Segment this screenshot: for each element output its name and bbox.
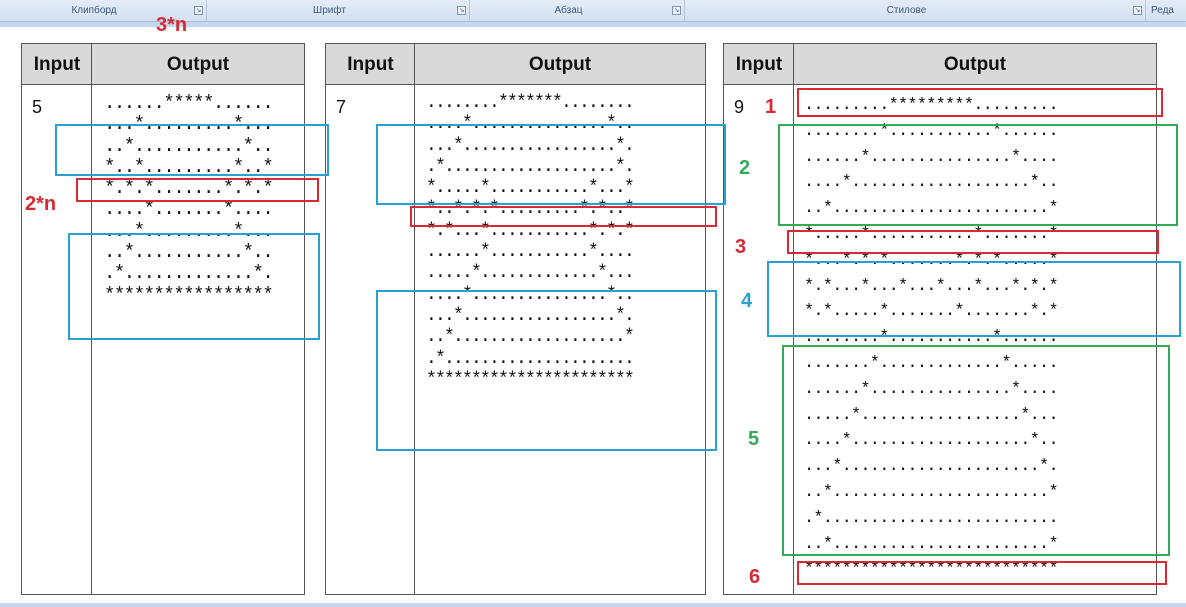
output-line: ....*...................*..: [804, 431, 1059, 451]
ribbon-group-label: Клипборд: [71, 5, 117, 16]
ribbon-group-label: Шрифт: [313, 5, 346, 16]
output-line: ........*...........*......: [804, 121, 1059, 141]
output-line: *.....*...........*...*: [426, 178, 635, 199]
output-line: ...*.........*...: [104, 219, 274, 242]
annotation-label: 3*n: [156, 14, 188, 36]
annotation-label: 1: [765, 96, 777, 118]
output-line: ....*.......*....: [104, 198, 274, 221]
output-line: *.*.*.......*.*.*: [104, 177, 274, 200]
output-line: ...*.................*.: [426, 305, 635, 326]
output-line: ......*...............*....: [804, 147, 1059, 167]
highlight-box: [767, 261, 1181, 337]
output-line: ..*...........*..: [104, 134, 274, 157]
output-line: ........*******........: [426, 93, 635, 113]
output-line: .......*.............*.....: [804, 353, 1059, 373]
header-input: Input: [735, 54, 783, 75]
ribbon-group-editing: Реда: [1147, 0, 1186, 22]
output-line: *...*.*.*.......*.*.*.....*: [804, 250, 1059, 270]
output-line: .....*.............*...: [426, 263, 635, 284]
highlight-box: [782, 345, 1170, 556]
ribbon-group-label: Реда: [1151, 5, 1174, 16]
table-header: Input Output: [22, 44, 304, 85]
highlight-box: [55, 124, 329, 176]
output-line: ...*.................*.: [426, 135, 635, 156]
output-line: .*.....................: [426, 348, 635, 369]
dialog-launcher-icon[interactable]: ↘: [672, 6, 681, 15]
dialog-launcher-icon[interactable]: ↘: [1133, 6, 1142, 15]
header-input: Input: [347, 54, 394, 75]
highlight-box: [68, 233, 320, 340]
output-line: .*.............*.: [104, 262, 274, 285]
annotation-label: 2*n: [25, 193, 57, 215]
output-line: ......*****......: [104, 92, 274, 114]
output-pattern: ......*****.........*.........*.....*...…: [104, 92, 274, 306]
input-value: 7: [336, 97, 347, 117]
header-input: Input: [33, 54, 81, 75]
highlight-box: [797, 88, 1163, 117]
output-line: ***************************: [804, 560, 1059, 580]
output-line: ........*...........*......: [804, 328, 1059, 348]
ribbon-group-label: Стилове: [886, 5, 927, 16]
output-line: ..*...................*: [426, 327, 635, 348]
output-line: ..*...........*..: [104, 241, 274, 264]
annotation-label: 4: [741, 290, 753, 312]
annotation-label: 3: [735, 236, 747, 258]
output-line: ....*...................*..: [804, 173, 1059, 193]
header-output: Output: [943, 54, 1007, 75]
output-line: *.*...*...*...*...*...*.*.*: [804, 276, 1059, 296]
output-line: *..*.........*..*: [104, 155, 274, 178]
input-value: 5: [32, 97, 43, 117]
output-line: .*...................*.: [426, 156, 635, 177]
ribbon-bar: Клипборд ↘ Шрифт ↘ Абзац ↘ Стилове ↘ Ред…: [0, 0, 1186, 22]
status-strip: [0, 603, 1186, 607]
ribbon-group-styles: Стилове ↘: [686, 0, 1146, 22]
output-line: .....*.................*...: [804, 405, 1059, 425]
output-line: .*.........................: [804, 508, 1059, 528]
output-line: ..*.......................*: [804, 534, 1059, 554]
highlight-box: [797, 561, 1167, 585]
annotation-label: 5: [748, 428, 760, 450]
output-line: *.....*...........*.......*: [804, 224, 1059, 244]
output-line: ....*...............*..: [426, 284, 635, 305]
highlight-box: [410, 206, 717, 227]
dialog-launcher-icon[interactable]: ↘: [194, 6, 203, 15]
table-header: Input Output: [326, 44, 705, 85]
output-line: *****************: [104, 283, 274, 306]
output-line: ..*.......................*: [804, 482, 1059, 502]
output-line: ..*.......................*: [804, 199, 1059, 219]
ribbon-group-font: Шрифт ↘: [208, 0, 470, 22]
highlight-box: [376, 124, 726, 205]
header-output: Output: [166, 54, 230, 75]
highlight-box: [778, 124, 1178, 226]
column-divider: [793, 44, 794, 594]
annotation-label: 2: [739, 157, 751, 179]
output-pattern: .........*********......... ........*....…: [804, 93, 1059, 583]
table-header: Input Output: [724, 44, 1156, 85]
ribbon-divider: [0, 22, 1186, 27]
output-line: ***********************: [426, 369, 635, 390]
output-line: ......*...........*....: [426, 242, 635, 263]
header-output: Output: [528, 54, 592, 75]
output-line: ...*.....................*.: [804, 457, 1059, 477]
dialog-launcher-icon[interactable]: ↘: [457, 6, 466, 15]
output-line: ......*...............*....: [804, 379, 1059, 399]
highlight-box: [76, 178, 319, 202]
ribbon-group-label: Абзац: [554, 5, 583, 16]
highlight-box: [376, 290, 717, 451]
column-divider: [91, 44, 92, 594]
highlight-box: [787, 230, 1159, 254]
ribbon-group-clipboard: Клипборд ↘: [0, 0, 207, 22]
ribbon-group-paragraph: Абзац ↘: [471, 0, 685, 22]
input-value: 9: [734, 97, 745, 117]
column-divider: [414, 44, 415, 594]
annotation-label: 6: [749, 566, 761, 588]
table-n9: Input Output 9 .........*********.......…: [723, 43, 1157, 595]
output-line: .........*********.........: [804, 96, 1059, 115]
output-line: *.*.....*.......*.......*.*: [804, 302, 1059, 322]
table-n7: Input Output 7 ........*******..........…: [325, 43, 706, 595]
